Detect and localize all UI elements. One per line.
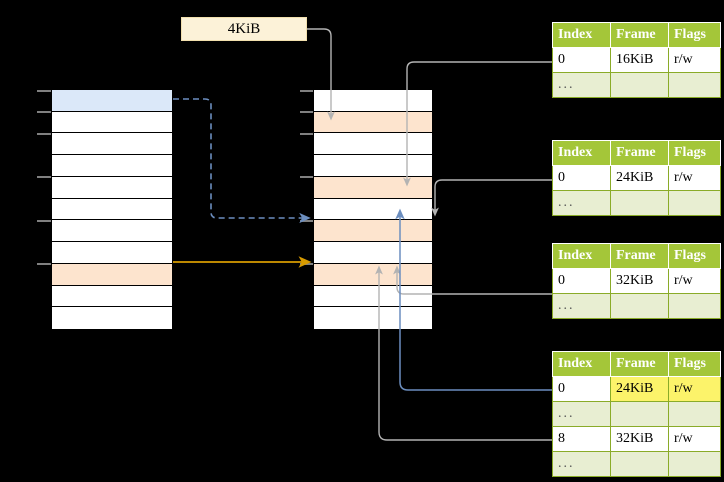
- cell-index: ...: [552, 451, 611, 477]
- physical-frame-row: [314, 242, 432, 264]
- virtual-page-row: [52, 176, 172, 199]
- table-row: ...: [552, 190, 721, 216]
- physical-frame-row: [314, 307, 432, 329]
- cell-frame: 24KiB: [610, 376, 669, 402]
- tick-mark: [37, 176, 51, 178]
- cell-index: ...: [552, 190, 611, 216]
- virtual-address-space-column: [51, 89, 173, 330]
- cell-flags: [668, 190, 721, 216]
- virtual-page-row: [52, 242, 172, 264]
- cell-frame: 32KiB: [610, 426, 669, 452]
- wire-table1-to-frame: [431, 179, 552, 217]
- tick-mark: [300, 133, 313, 135]
- cell-flags: [668, 72, 721, 98]
- virtual-page-row: [52, 111, 172, 134]
- wire-virtual-to-physical-dashed: [173, 98, 311, 224]
- column-header-frame: Frame: [610, 140, 669, 166]
- physical-frame-row: [314, 111, 432, 134]
- cell-frame: 32KiB: [610, 268, 669, 294]
- physical-frame-row: [314, 90, 432, 112]
- physical-frame-row: [314, 220, 432, 243]
- virtual-page-row: [52, 220, 172, 243]
- cell-flags: r/w: [668, 268, 721, 294]
- physical-frame-row: [314, 176, 432, 199]
- cell-flags: r/w: [668, 376, 721, 402]
- virtual-page-row: [52, 198, 172, 221]
- virtual-page-row: [52, 285, 172, 308]
- cell-frame: [610, 451, 669, 477]
- virtual-page-row: [52, 133, 172, 156]
- tick-mark: [37, 111, 51, 113]
- cell-frame: 16KiB: [610, 47, 669, 73]
- physical-frame-row: [314, 198, 432, 221]
- table-row: ...: [552, 72, 721, 98]
- column-header-index: Index: [552, 140, 611, 166]
- cell-flags: r/w: [668, 426, 721, 452]
- cell-index: ...: [552, 293, 611, 319]
- tick-mark: [300, 90, 313, 92]
- virtual-page-row: [52, 307, 172, 329]
- column-header-frame: Frame: [610, 351, 669, 377]
- physical-memory-column: [313, 89, 433, 330]
- cell-frame: [610, 293, 669, 319]
- physical-frame-row: [314, 155, 432, 177]
- column-header-frame: Frame: [610, 22, 669, 48]
- cell-flags: r/w: [668, 47, 721, 73]
- table-row: ...: [552, 401, 721, 427]
- cell-index: 8: [552, 426, 611, 452]
- cell-index: ...: [552, 401, 611, 427]
- tick-mark: [300, 220, 313, 222]
- cell-flags: [668, 401, 721, 427]
- tick-mark: [37, 263, 51, 265]
- physical-frame-row: [314, 263, 432, 286]
- virtual-page-row: [52, 263, 172, 286]
- table-row: ...: [552, 293, 721, 319]
- virtual-page-row: [52, 155, 172, 177]
- column-header-index: Index: [552, 243, 611, 269]
- cell-flags: [668, 293, 721, 319]
- column-header-frame: Frame: [610, 243, 669, 269]
- tick-mark: [300, 111, 313, 113]
- virtual-page-row: [52, 90, 172, 112]
- tick-mark: [37, 133, 51, 135]
- cell-frame: [610, 401, 669, 427]
- cell-index: 0: [552, 165, 611, 191]
- cell-index: 0: [552, 47, 611, 73]
- column-header-index: Index: [552, 22, 611, 48]
- cell-index: ...: [552, 72, 611, 98]
- column-header-index: Index: [552, 351, 611, 377]
- tick-mark: [37, 90, 51, 92]
- physical-frame-row: [314, 133, 432, 156]
- cell-frame: [610, 72, 669, 98]
- column-header-flags: Flags: [668, 351, 721, 377]
- column-header-flags: Flags: [668, 243, 721, 269]
- physical-frame-row: [314, 285, 432, 308]
- page-size-label: 4KiB: [181, 17, 307, 41]
- tick-mark: [37, 220, 51, 222]
- column-header-flags: Flags: [668, 22, 721, 48]
- cell-index: 0: [552, 268, 611, 294]
- table-row: ...: [552, 451, 721, 477]
- cell-index: 0: [552, 376, 611, 402]
- cell-frame: [610, 190, 669, 216]
- column-header-flags: Flags: [668, 140, 721, 166]
- tick-mark: [300, 176, 313, 178]
- tick-mark: [300, 263, 313, 265]
- cell-flags: [668, 451, 721, 477]
- cell-frame: 24KiB: [610, 165, 669, 191]
- cell-flags: r/w: [668, 165, 721, 191]
